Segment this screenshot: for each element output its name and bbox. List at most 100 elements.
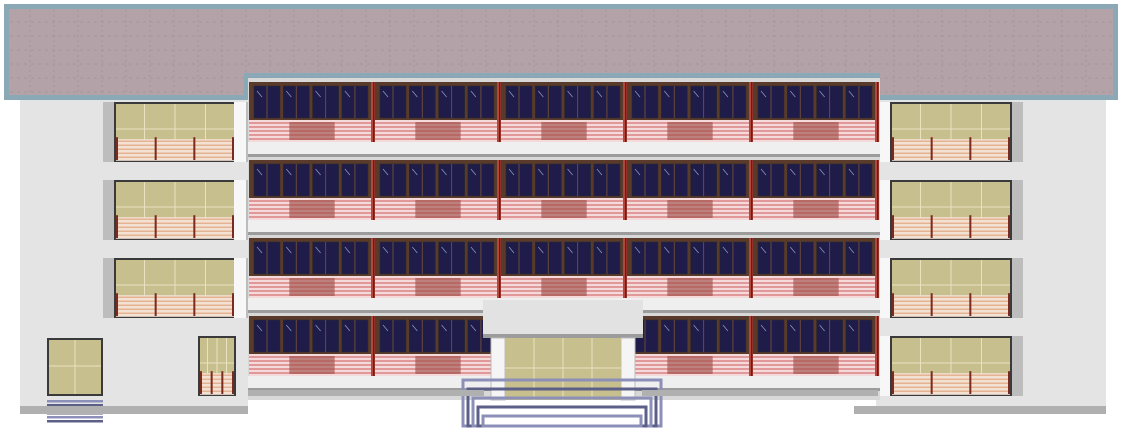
pier-shadow bbox=[751, 238, 753, 298]
center-bay bbox=[753, 238, 879, 298]
entrance-column-left bbox=[490, 337, 506, 401]
wing-post bbox=[1008, 371, 1010, 394]
center-bay bbox=[753, 82, 879, 142]
pier-shadow bbox=[373, 160, 375, 220]
window-glint bbox=[344, 246, 351, 254]
wing-post bbox=[232, 215, 234, 238]
window-glint bbox=[848, 168, 855, 176]
ground-right bbox=[854, 406, 1106, 414]
window-glint bbox=[441, 90, 447, 98]
left-wing-window bbox=[114, 180, 236, 240]
window-glint bbox=[790, 90, 796, 98]
center-bay bbox=[753, 160, 879, 220]
wing-post bbox=[969, 371, 972, 394]
annex-stair-step bbox=[47, 404, 103, 407]
window-glint bbox=[441, 324, 447, 332]
wing-edge bbox=[234, 258, 246, 318]
canopy-shadow bbox=[483, 334, 643, 338]
window-glint bbox=[344, 168, 351, 176]
window-glint bbox=[470, 90, 477, 98]
pier-shadow bbox=[625, 82, 627, 142]
window-glint bbox=[664, 246, 670, 254]
window-glint bbox=[760, 168, 767, 176]
pier-shadow bbox=[877, 238, 879, 298]
wing-post bbox=[969, 215, 972, 238]
wing-post bbox=[232, 371, 234, 394]
wing-post bbox=[221, 371, 224, 394]
window-glint bbox=[256, 90, 263, 98]
wing-post bbox=[892, 215, 894, 238]
window-glint bbox=[538, 168, 544, 176]
window-glint bbox=[538, 90, 544, 98]
window-glint bbox=[441, 168, 447, 176]
center-bay bbox=[249, 160, 375, 220]
roof bbox=[4, 4, 1118, 100]
right-wing-floor-1 bbox=[880, 102, 1023, 162]
wing-post bbox=[892, 137, 894, 160]
left-wing-floor-4 bbox=[198, 336, 236, 396]
entrance-step bbox=[481, 414, 643, 428]
slab-shadow bbox=[248, 232, 880, 235]
window-glint bbox=[382, 90, 389, 98]
window-glint bbox=[470, 168, 477, 176]
window-glint bbox=[596, 168, 603, 176]
window-glint bbox=[664, 90, 670, 98]
railing-panel bbox=[667, 200, 713, 218]
window-glint bbox=[286, 90, 292, 98]
wing-post bbox=[116, 137, 118, 160]
railing-panel bbox=[289, 200, 335, 218]
pier-shadow bbox=[373, 316, 375, 376]
annex-stair-step bbox=[47, 416, 103, 419]
entrance-column-right bbox=[620, 337, 636, 401]
pier-shadow bbox=[751, 82, 753, 142]
window-glint bbox=[693, 90, 699, 98]
roof-grid bbox=[10, 10, 1112, 94]
pier-shadow bbox=[625, 160, 627, 220]
wing-post bbox=[892, 371, 894, 394]
railing-panel bbox=[793, 122, 839, 140]
window-glint bbox=[790, 168, 796, 176]
left-wing-floor-2 bbox=[103, 180, 248, 240]
wing-post bbox=[930, 371, 933, 394]
center-bay bbox=[753, 316, 879, 376]
window-glint bbox=[382, 246, 389, 254]
right-wing-floor-3 bbox=[880, 258, 1023, 318]
window-glint bbox=[508, 90, 515, 98]
window-glint bbox=[790, 246, 796, 254]
right-wing-window bbox=[890, 258, 1012, 318]
window-glint bbox=[634, 90, 641, 98]
wing-post bbox=[193, 215, 196, 238]
center-floor-3 bbox=[248, 238, 880, 313]
center-bay bbox=[501, 82, 627, 142]
window-glint bbox=[664, 168, 670, 176]
window-glint bbox=[344, 90, 351, 98]
plinth-right bbox=[642, 390, 878, 396]
window-glint bbox=[315, 246, 321, 254]
pier-shadow bbox=[877, 316, 879, 376]
window-glint bbox=[722, 90, 729, 98]
wing-post bbox=[154, 215, 157, 238]
window-glint bbox=[693, 246, 699, 254]
railing-panel bbox=[793, 200, 839, 218]
pier-shadow bbox=[499, 82, 501, 142]
ground-left bbox=[20, 406, 248, 414]
window-glint bbox=[664, 324, 670, 332]
right-wing-window bbox=[890, 102, 1012, 162]
slab-shadow bbox=[248, 154, 880, 157]
railing-panel bbox=[793, 356, 839, 374]
center-bay bbox=[375, 238, 501, 298]
annex-stair-step bbox=[47, 400, 103, 403]
center-bay bbox=[375, 82, 501, 142]
right-wing-floor-2 bbox=[880, 180, 1023, 240]
wing-post bbox=[200, 371, 202, 394]
right-wing-window bbox=[890, 180, 1012, 240]
window-glint bbox=[819, 324, 825, 332]
window-glint bbox=[760, 90, 767, 98]
window-glint bbox=[286, 324, 292, 332]
center-bay bbox=[249, 316, 375, 376]
window-glint bbox=[760, 324, 767, 332]
center-bay bbox=[627, 82, 753, 142]
wing-post bbox=[116, 293, 118, 316]
right-wing-floor-4 bbox=[880, 336, 1023, 396]
